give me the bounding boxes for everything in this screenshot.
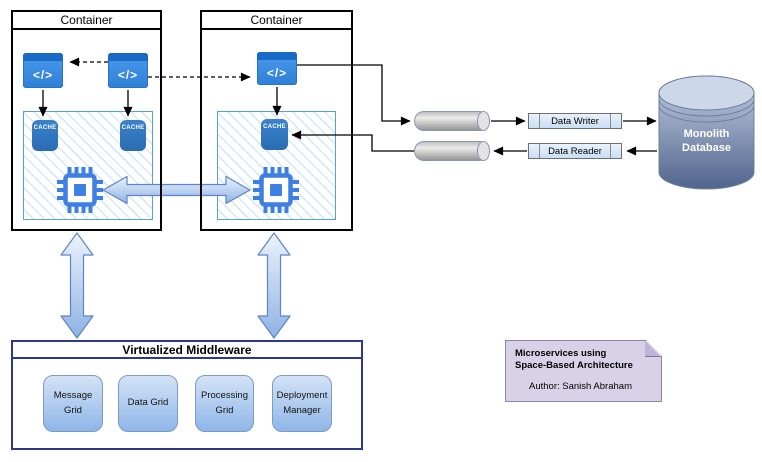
code-service-icon-1[interactable]: </> — [23, 53, 63, 88]
message-pipe-write[interactable] — [414, 111, 490, 131]
cpu-chip-icon-1[interactable] — [57, 167, 103, 213]
data-writer-component[interactable]: Data Writer — [528, 113, 622, 129]
note-title-line1: Microservices using — [515, 348, 607, 359]
code-service-icon-2[interactable]: </> — [108, 53, 148, 88]
container1-middleware-double-arrow[interactable] — [60, 232, 94, 339]
middleware-title: Virtualized Middleware — [13, 342, 361, 359]
container2-middleware-double-arrow[interactable] — [257, 232, 291, 339]
component-bar — [529, 144, 540, 158]
processing-grid[interactable]: Processing Grid — [195, 375, 254, 432]
cache-icon-1[interactable]: CACHE — [32, 120, 58, 151]
component-bar — [610, 114, 621, 128]
message-grid[interactable]: Message Grid — [43, 375, 103, 432]
code-icon-titlebar — [257, 52, 297, 60]
pipe-body — [414, 111, 484, 131]
database-label: Monolith Database — [682, 128, 731, 155]
note-author: Author: Sanish Abraham — [529, 381, 632, 392]
container-2-title: Container — [202, 12, 351, 30]
cpu-chip-icon-2[interactable] — [253, 167, 299, 213]
code-icon-glyph: </> — [266, 65, 288, 80]
cache-label: CACHE — [263, 124, 286, 130]
data-writer-label: Data Writer — [551, 115, 599, 127]
message-grid-label: Message Grid — [53, 389, 93, 416]
deployment-manager[interactable]: Deployment Manager — [272, 375, 332, 432]
cache-label: CACHE — [33, 125, 57, 131]
pipe-body — [414, 141, 484, 161]
database-cylinder-icon — [658, 75, 755, 190]
deployment-manager-label: Deployment Manager — [276, 389, 328, 416]
pipe-end-cap — [477, 111, 490, 131]
cache-label: CACHE — [121, 125, 145, 131]
cache-icon-3[interactable]: CACHE — [261, 119, 288, 150]
component-bar — [610, 144, 621, 158]
cache-icon-2[interactable]: CACHE — [120, 120, 146, 151]
container-1-title: Container — [13, 12, 160, 30]
code-service-icon-3[interactable]: </> — [257, 52, 297, 85]
monolith-database[interactable]: Monolith Database — [658, 75, 755, 190]
data-reader-component[interactable]: Data Reader — [528, 143, 622, 159]
processing-grid-label: Processing Grid — [201, 389, 248, 416]
data-grid[interactable]: Data Grid — [118, 375, 178, 432]
code-icon-glyph: </> — [32, 67, 54, 82]
data-grid-label: Data Grid — [127, 397, 169, 409]
code-icon-titlebar — [23, 53, 63, 61]
code-icon-titlebar — [108, 53, 148, 61]
note-title-line2: Space-Based Architecture — [515, 360, 633, 371]
component-bar — [529, 114, 540, 128]
message-pipe-read[interactable] — [414, 141, 490, 161]
pipe-end-cap — [477, 141, 490, 161]
code-icon-glyph: </> — [117, 67, 139, 82]
container-1[interactable]: Container — [11, 10, 162, 231]
data-reader-label: Data Reader — [548, 145, 602, 157]
note[interactable]: Microservices using Space-Based Architec… — [505, 340, 662, 402]
